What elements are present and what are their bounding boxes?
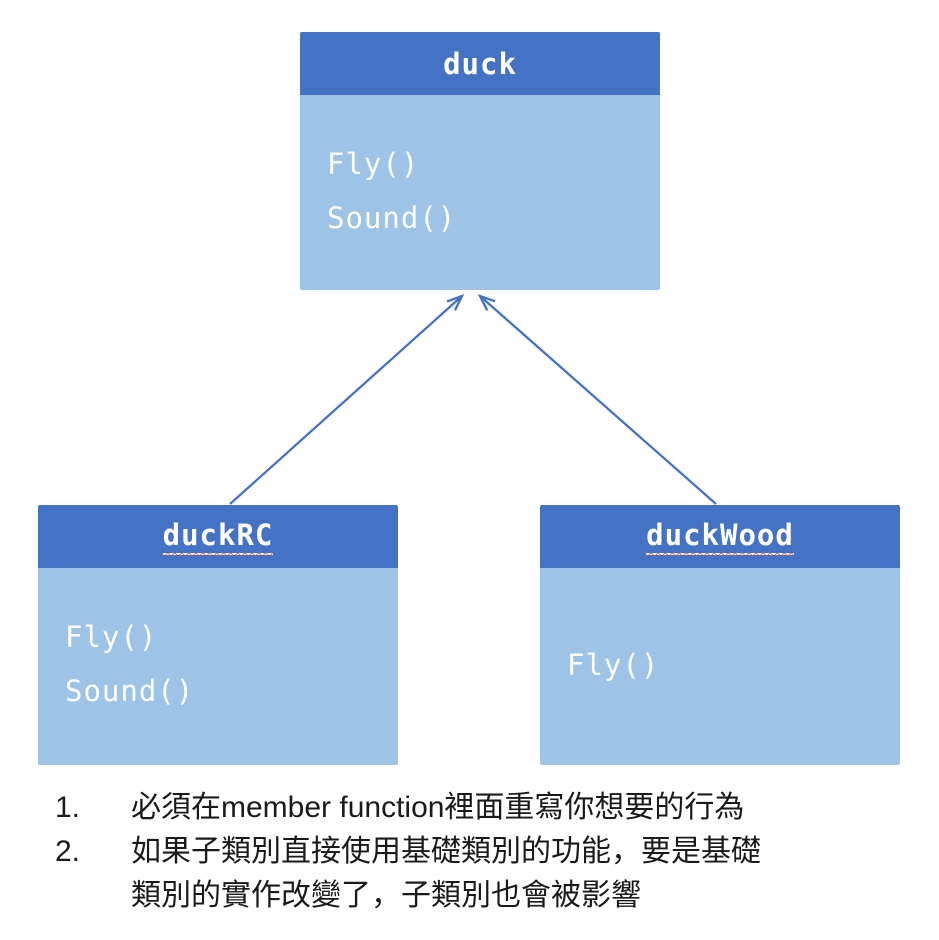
method-label: Fly() <box>567 648 660 682</box>
class-box-duckrc: duckRC Fly() Sound() <box>38 505 398 765</box>
method-label: Sound() <box>327 201 457 235</box>
method-label: Sound() <box>65 674 195 708</box>
note-number: 2. <box>55 835 81 868</box>
note-item: 2. 如果子類別直接使用基礎類別的功能，要是基礎類別的實作改變了，子類別也會被影… <box>55 830 905 918</box>
notes-list: 1. 必須在member function裡面重寫你想要的行為 2. 如果子類別… <box>55 786 905 918</box>
note-item: 1. 必須在member function裡面重寫你想要的行為 <box>55 786 905 830</box>
class-body-duckwood: Fly() <box>540 568 900 765</box>
note-text: 必須在member function裡面重寫你想要的行為 <box>131 791 745 824</box>
class-box-duckwood: duckWood Fly() <box>540 505 900 765</box>
inheritance-arrow-duckwood-to-duck <box>477 293 717 505</box>
class-body-duckrc: Fly() Sound() <box>38 568 398 765</box>
method-label: Fly() <box>65 620 158 654</box>
note-text: 如果子類別直接使用基礎類別的功能，要是基礎類別的實作改變了，子類別也會被影響 <box>131 835 761 912</box>
class-title-duckwood: duckWood <box>646 518 794 555</box>
inheritance-arrow-duckrc-to-duck <box>229 293 465 505</box>
class-box-duck: duck Fly() Sound() <box>300 32 660 290</box>
class-header-duckwood: duckWood <box>540 505 900 568</box>
class-title-duckrc: duckRC <box>162 518 274 555</box>
class-header-duck: duck <box>300 32 660 95</box>
class-header-duckrc: duckRC <box>38 505 398 568</box>
class-title-duck: duck <box>443 46 517 81</box>
class-body-duck: Fly() Sound() <box>300 95 660 290</box>
method-label: Fly() <box>327 147 420 181</box>
note-number: 1. <box>55 791 81 824</box>
